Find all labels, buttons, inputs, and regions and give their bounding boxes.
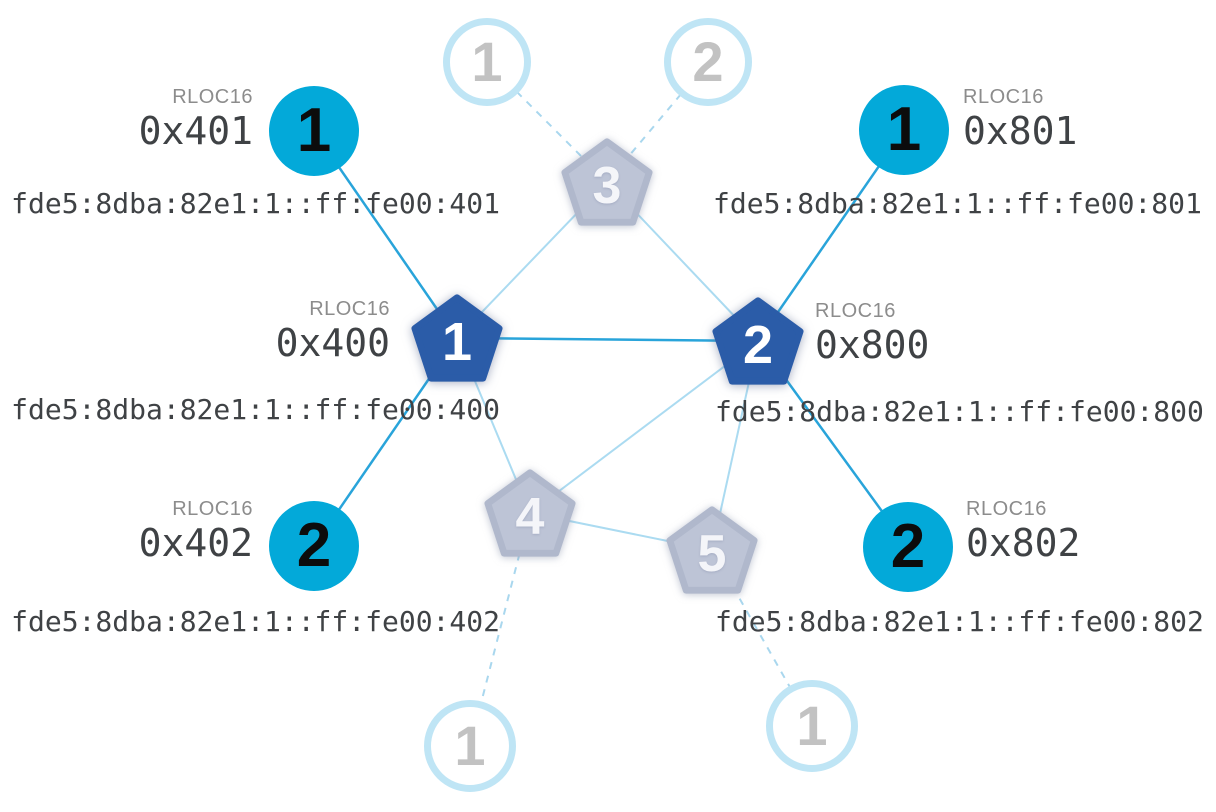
child-node-0x801[interactable]: 1 bbox=[859, 85, 949, 175]
node-number: 2 bbox=[890, 512, 926, 581]
node-number: 2 bbox=[742, 315, 774, 375]
rloc16-label-0x401: RLOC16 0x401 bbox=[139, 86, 253, 154]
link-r1-r2 bbox=[456, 336, 759, 343]
rloc16-value: 0x800 bbox=[815, 323, 930, 367]
pentagon-shape bbox=[411, 294, 503, 382]
rloc16-caption: RLOC16 bbox=[815, 300, 896, 322]
rloc16-caption: RLOC16 bbox=[309, 298, 390, 320]
node-number: 5 bbox=[697, 525, 727, 583]
link-r2-r4 bbox=[529, 340, 759, 514]
router-node-inactive-3[interactable]: 3 bbox=[559, 136, 655, 228]
rloc16-value: 0x801 bbox=[963, 109, 1078, 153]
child-node-inactive-4[interactable]: 1 bbox=[766, 680, 858, 772]
rloc16-label-0x800: RLOC16 0x800 bbox=[815, 300, 929, 368]
child-node-0x802[interactable]: 2 bbox=[863, 502, 953, 592]
pentagon-shape bbox=[666, 506, 758, 594]
ipv6-address-801: fde5:8dba:82e1:1::ff:fe00:801 bbox=[713, 187, 1202, 220]
child-node-inactive-2[interactable]: 2 bbox=[664, 18, 752, 106]
rloc16-value: 0x802 bbox=[966, 521, 1081, 565]
rloc16-caption: RLOC16 bbox=[172, 86, 253, 108]
child-node-0x401[interactable]: 1 bbox=[269, 86, 359, 176]
rloc16-caption: RLOC16 bbox=[966, 498, 1047, 520]
child-node-inactive-3[interactable]: 1 bbox=[424, 700, 516, 792]
ipv6-address-401: fde5:8dba:82e1:1::ff:fe00:401 bbox=[11, 187, 500, 220]
router-node-0x400[interactable]: 1 bbox=[409, 292, 505, 384]
rloc16-value: 0x400 bbox=[275, 321, 390, 365]
pentagon-shape bbox=[712, 297, 804, 385]
ipv6-address-800: fde5:8dba:82e1:1::ff:fe00:800 bbox=[715, 395, 1204, 428]
rloc16-label-0x802: RLOC16 0x802 bbox=[966, 498, 1080, 566]
rloc16-value: 0x402 bbox=[138, 521, 253, 565]
node-number: 1 bbox=[296, 96, 332, 165]
child-node-0x402[interactable]: 2 bbox=[269, 501, 359, 591]
node-number: 3 bbox=[592, 157, 622, 215]
node-number: 4 bbox=[515, 488, 545, 546]
node-number: 2 bbox=[692, 30, 724, 93]
pentagon-shape bbox=[484, 469, 576, 557]
rloc16-caption: RLOC16 bbox=[963, 86, 1044, 108]
rloc16-caption: RLOC16 bbox=[172, 498, 253, 520]
ipv6-address-402: fde5:8dba:82e1:1::ff:fe00:402 bbox=[11, 605, 500, 638]
rloc16-label-0x400: RLOC16 0x400 bbox=[276, 298, 390, 366]
router-node-inactive-4[interactable]: 4 bbox=[482, 467, 578, 559]
ipv6-address-400: fde5:8dba:82e1:1::ff:fe00:400 bbox=[11, 393, 500, 426]
node-number: 1 bbox=[796, 694, 828, 757]
rloc16-value: 0x401 bbox=[138, 109, 253, 153]
router-node-0x800[interactable]: 2 bbox=[710, 295, 806, 387]
node-number: 1 bbox=[471, 30, 503, 93]
node-number: 1 bbox=[886, 95, 922, 164]
rloc16-label-0x402: RLOC16 0x402 bbox=[139, 498, 253, 566]
node-number: 2 bbox=[296, 511, 332, 580]
child-node-inactive-1[interactable]: 1 bbox=[443, 18, 531, 106]
node-number: 1 bbox=[454, 714, 486, 777]
pentagon-shape bbox=[561, 138, 653, 226]
ipv6-address-802: fde5:8dba:82e1:1::ff:fe00:802 bbox=[715, 605, 1204, 638]
router-node-inactive-5[interactable]: 5 bbox=[664, 504, 760, 596]
rloc16-label-0x801: RLOC16 0x801 bbox=[963, 86, 1077, 154]
node-number: 1 bbox=[441, 312, 473, 372]
